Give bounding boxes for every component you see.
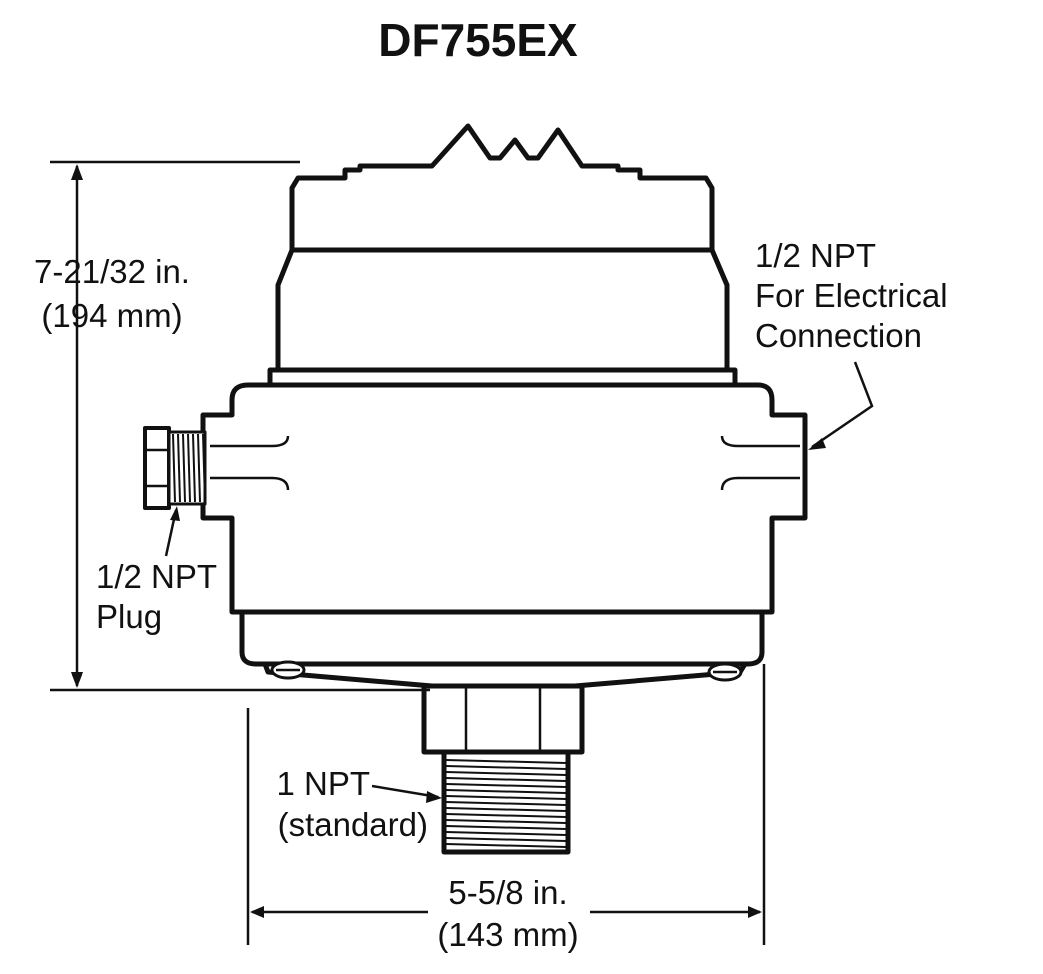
- electrical-label-line2: For Electrical: [755, 277, 948, 314]
- device-body: [143, 123, 808, 855]
- top-cap: [289, 123, 715, 253]
- process-thread-lines: [445, 759, 567, 848]
- lower-housing: [239, 609, 765, 667]
- left-plug: [143, 426, 207, 510]
- plug-label-line2: Plug: [96, 598, 162, 635]
- cap-neck: [275, 247, 730, 373]
- plug-label-line1: 1/2 NPT: [96, 558, 217, 595]
- height-arrow-bottom: [71, 672, 83, 688]
- electrical-label-line1: 1/2 NPT: [755, 237, 876, 274]
- height-inch-label: 7-21/32 in.: [34, 253, 190, 290]
- plug-leader-arrow: [170, 506, 180, 521]
- main-housing: [200, 382, 808, 615]
- electrical-leader: [811, 361, 874, 449]
- height-arrow-top: [71, 164, 83, 180]
- electrical-label-line3: Connection: [755, 317, 922, 354]
- drawing-title: DF755EX: [378, 14, 578, 66]
- process-label-line2: (standard): [278, 806, 428, 843]
- hex-fitting: [421, 683, 585, 755]
- height-mm-label: (194 mm): [41, 297, 182, 334]
- width-dimension: [246, 664, 766, 945]
- process-label-line1: 1 NPT: [276, 765, 370, 802]
- width-inch-label: 5-5/8 in.: [448, 874, 567, 911]
- right-conduit-groove: [720, 435, 800, 491]
- left-conduit-groove: [210, 435, 290, 491]
- process-leader-arrow: [426, 791, 442, 803]
- width-mm-label: (143 mm): [437, 916, 578, 953]
- height-dimension: [50, 160, 430, 692]
- electrical-leader-arrow: [808, 438, 826, 450]
- base-taper: [262, 661, 748, 689]
